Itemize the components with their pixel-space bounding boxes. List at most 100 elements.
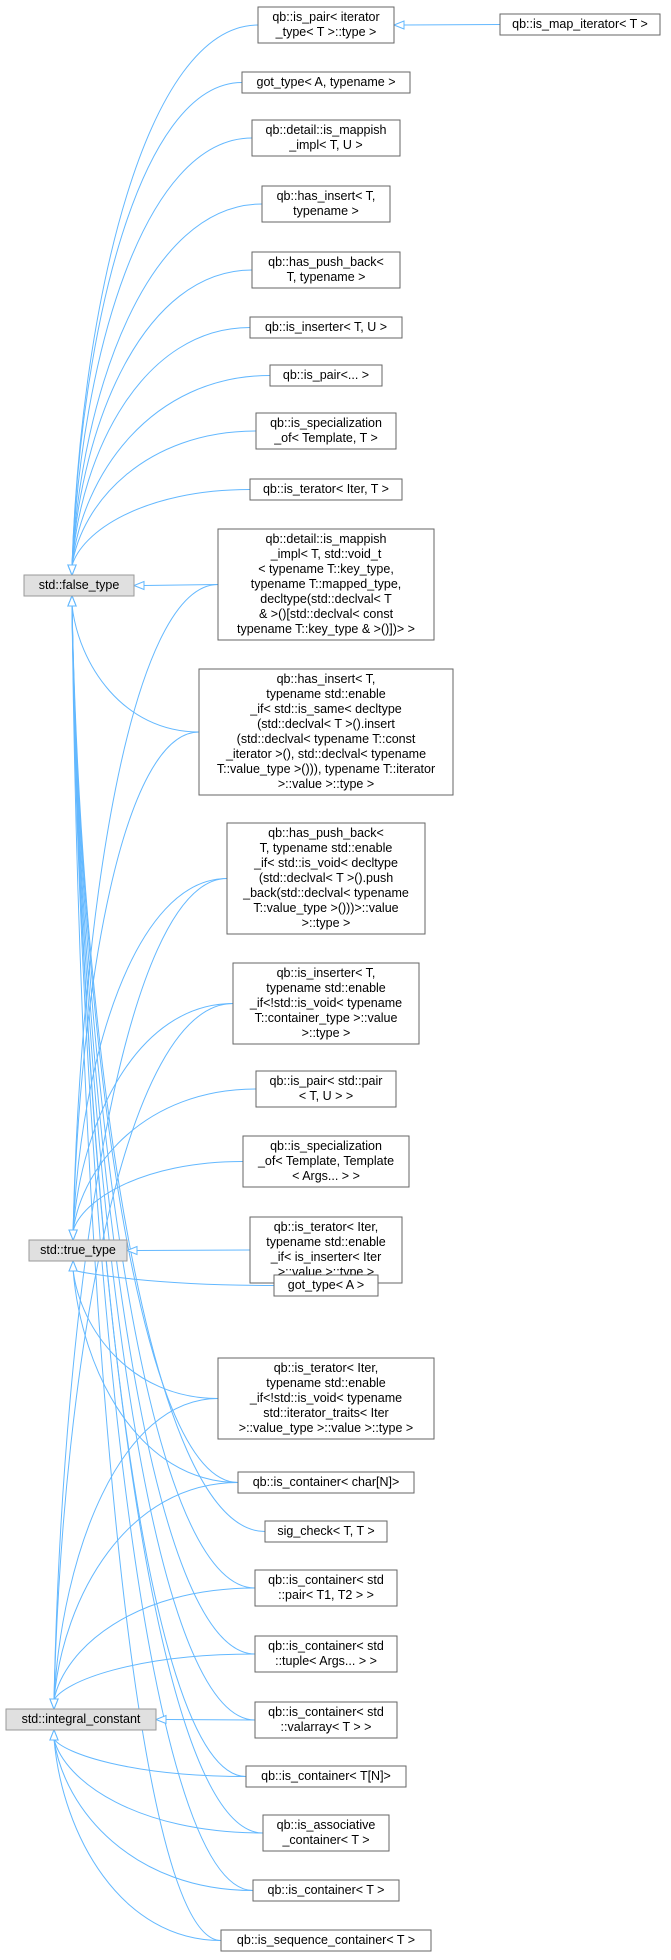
class-node-label: _impl< T, U > — [288, 138, 362, 152]
class-node-is-inserter-TU[interactable]: qb::is_inserter< T, U > — [249, 316, 403, 339]
class-node-label: _if<!std::is_void< typename — [249, 1391, 402, 1405]
class-node-label: (std::declval< T >().push — [259, 871, 393, 885]
class-node-got-type-A-typename[interactable]: got_type< A, typename > — [241, 71, 411, 94]
class-node-has-push-back-enable[interactable]: qb::has_push_back<T, typename std::enabl… — [226, 822, 426, 935]
edge-arrowhead — [68, 1259, 78, 1272]
edge-is-container-T-to-false-type — [71, 604, 254, 1891]
class-node-box — [23, 574, 135, 597]
class-node-label: qb::is_pair< std::pair — [270, 1074, 383, 1088]
edge-is-terator-enable-traits-to-true-type — [72, 1269, 219, 1399]
class-node-label: qb::is_specialization — [270, 416, 382, 430]
class-node-is-terator-enable-inserter[interactable]: qb::is_terator< Iter,typename std::enabl… — [249, 1216, 403, 1284]
class-node-box — [254, 1569, 398, 1607]
class-node-is-mappish-impl-void[interactable]: qb::detail::is_mappish_impl< T, std::voi… — [217, 528, 435, 641]
edge-is-inserter-enable-to-true-type — [72, 1003, 234, 1232]
edge-arrowhead — [49, 1698, 59, 1711]
class-node-is-mappish-impl-TU[interactable]: qb::detail::is_mappish_impl< T, U > — [251, 119, 401, 157]
class-node-label: qb::is_container< std — [268, 1639, 384, 1653]
class-node-label: typename std::enable — [266, 1376, 386, 1390]
edge-arrowhead — [67, 594, 77, 607]
edge-is-pair-std-pair-to-true-type — [72, 1088, 257, 1232]
class-node-label: (std::declval< typename T::const — [237, 732, 416, 746]
class-node-label: typename > — [293, 204, 359, 218]
class-node-box — [217, 1357, 435, 1440]
class-node-label: qb::detail::is_mappish — [266, 532, 387, 546]
class-node-label: T, typename > — [287, 270, 366, 284]
class-node-has-push-back-T-typename[interactable]: qb::has_push_back<T, typename > — [251, 251, 401, 289]
edge-is-container-pair-to-integral-constant — [53, 1587, 256, 1701]
class-node-is-terator-IterT[interactable]: qb::is_terator< Iter, T > — [249, 478, 403, 501]
class-node-integral-constant[interactable]: std::integral_constant — [5, 1708, 157, 1731]
class-node-label: _iterator >(), std::declval< typename — [225, 747, 426, 761]
edge-is-pair-variadic-to-false-type — [71, 375, 271, 567]
class-node-box — [242, 1135, 410, 1188]
class-node-is-sequence-container[interactable]: qb::is_sequence_container< T > — [220, 1929, 432, 1952]
class-node-is-container-tuple[interactable]: qb::is_container< std::tuple< Args... > … — [254, 1635, 398, 1673]
class-node-is-container-pair[interactable]: qb::is_container< std::pair< T1, T2 > > — [254, 1569, 398, 1607]
class-node-label: ::tuple< Args... > > — [275, 1654, 377, 1668]
edge-sig-check-to-false-type — [71, 604, 266, 1532]
class-node-label: qb::is_container< std — [268, 1705, 384, 1719]
class-node-is-specialization-of-args[interactable]: qb::is_specialization_of< Template, Temp… — [242, 1135, 410, 1188]
class-node-label: _if<!std::is_void< typename — [249, 996, 402, 1010]
edge-is-container-pair-to-false-type — [71, 604, 256, 1589]
class-node-label: qb::has_push_back< — [268, 255, 384, 269]
class-node-label: T, typename std::enable — [260, 841, 393, 855]
class-node-box — [245, 1765, 407, 1788]
class-node-label: T::container_type >::value — [255, 1011, 398, 1025]
edge-is-associative-container-to-integral-constant — [53, 1738, 264, 1834]
class-node-label: sig_check< T, T > — [277, 1524, 374, 1538]
class-node-sig-check[interactable]: sig_check< T, T > — [264, 1520, 388, 1543]
class-node-label: qb::is_container< std — [268, 1573, 384, 1587]
class-node-got-type-A[interactable]: got_type< A > — [273, 1274, 379, 1297]
edge-arrowhead — [132, 580, 145, 591]
class-node-label: qb::is_sequence_container< T > — [237, 1933, 415, 1947]
class-node-label: typename T::key_type & >()])> > — [237, 622, 415, 636]
class-node-label: std::iterator_traits< Iter — [263, 1406, 388, 1420]
edge-has-insert-T-typename-to-false-type — [71, 203, 263, 567]
class-node-is-container-TN[interactable]: qb::is_container< T[N]> — [245, 1765, 407, 1788]
class-node-box — [5, 1708, 157, 1731]
class-node-box — [241, 71, 411, 94]
class-node-is-pair-variadic[interactable]: qb::is_pair<... > — [269, 364, 383, 387]
class-node-is-specialization-of-TT[interactable]: qb::is_specialization_of< Template, T > — [255, 412, 397, 450]
class-node-is-pair-std-pair[interactable]: qb::is_pair< std::pair< T, U > > — [255, 1070, 397, 1108]
class-node-true-type[interactable]: std::true_type — [28, 1239, 128, 1262]
edge-is-specialization-of-TT-to-false-type — [71, 430, 257, 567]
edge-is-specialization-of-args-to-true-type — [72, 1161, 244, 1232]
edge-is-container-tuple-to-false-type — [71, 604, 256, 1655]
class-node-is-terator-enable-traits[interactable]: qb::is_terator< Iter,typename std::enabl… — [217, 1357, 435, 1440]
edge-has-insert-enable-to-true-type — [72, 731, 200, 1232]
class-node-has-insert-enable[interactable]: qb::has_insert< T,typename std::enable_i… — [198, 668, 454, 796]
edge-is-container-valarray-to-false-type — [71, 604, 256, 1721]
class-node-label: qb::is_terator< Iter, — [274, 1361, 379, 1375]
class-node-label: >::value >::type > — [278, 777, 374, 791]
class-node-is-map-iterator[interactable]: qb::is_map_iterator< T > — [499, 13, 661, 36]
class-node-is-container-valarray[interactable]: qb::is_container< std::valarray< T > > — [254, 1701, 398, 1739]
edge-is-sequence-container-to-integral-constant — [53, 1738, 222, 1941]
class-node-box — [255, 1070, 397, 1108]
class-node-box — [28, 1239, 128, 1262]
class-node-false-type[interactable]: std::false_type — [23, 574, 135, 597]
class-node-label: < Args... > > — [292, 1169, 360, 1183]
edge-has-push-back-T-typename-to-false-type — [71, 269, 253, 567]
class-node-label: (std::declval< T >().insert — [257, 717, 395, 731]
edge-got-type-A-to-true-type — [72, 1269, 275, 1286]
class-node-label: ::pair< T1, T2 > > — [278, 1588, 374, 1602]
edge-is-pair-iter-to-false-type — [71, 24, 259, 567]
class-node-is-pair-iter[interactable]: qb::is_pair< iterator_type< T >::type > — [257, 6, 395, 44]
class-node-is-container-T[interactable]: qb::is_container< T > — [252, 1879, 400, 1902]
class-node-box — [249, 478, 403, 501]
class-node-has-insert-T-typename[interactable]: qb::has_insert< T,typename > — [261, 185, 391, 223]
class-node-is-associative-container[interactable]: qb::is_associative_container< T > — [262, 1814, 390, 1852]
class-node-label: _if< std::is_void< decltype — [253, 856, 398, 870]
class-node-box — [249, 1216, 403, 1284]
edge-is-map-iterator-to-is-pair-iter — [403, 24, 501, 26]
class-node-label: qb::is_pair< iterator — [272, 10, 379, 24]
edge-has-insert-enable-to-false-type — [71, 604, 200, 733]
class-node-box — [220, 1929, 432, 1952]
edge-is-terator-enable-inserter-to-true-type — [136, 1249, 251, 1251]
class-node-is-inserter-enable[interactable]: qb::is_inserter< T,typename std::enable_… — [232, 962, 420, 1045]
class-node-is-container-char[interactable]: qb::is_container< char[N]> — [237, 1471, 415, 1494]
class-node-label: T::value_type >()))>::value — [253, 901, 398, 915]
